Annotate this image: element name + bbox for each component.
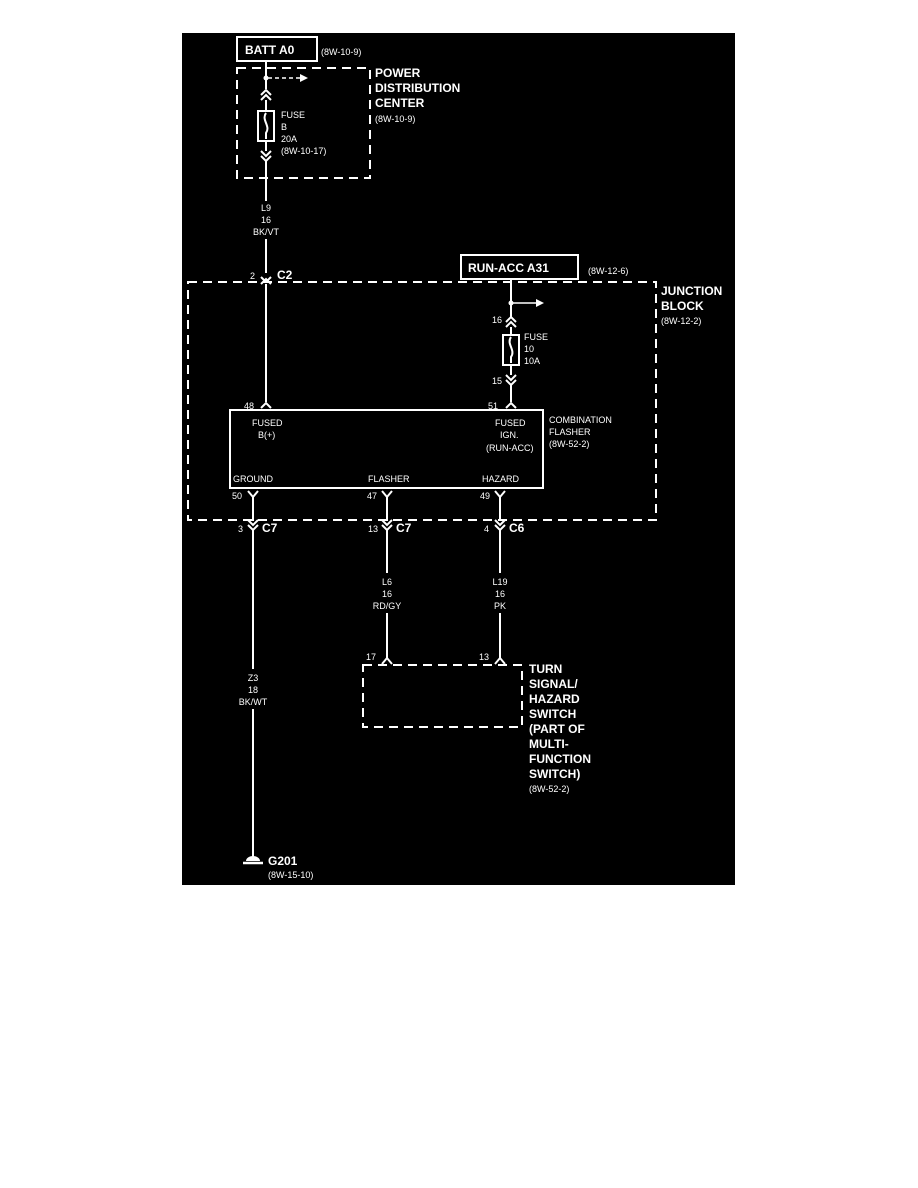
switch-label-1: TURN xyxy=(529,662,562,676)
switch-label-4: SWITCH xyxy=(529,707,576,721)
batt-a0-box xyxy=(236,36,318,62)
fuse-10-id: 10 xyxy=(524,344,534,354)
fuse-10-element-icon xyxy=(508,336,514,363)
pdc-ref: (8W-10-9) xyxy=(375,114,415,124)
pin-51: 51 xyxy=(488,401,498,411)
fuse-b-element-icon xyxy=(263,112,269,139)
ground-ref: (8W-15-10) xyxy=(268,870,313,880)
switch-label-5: (PART OF xyxy=(529,722,585,736)
combination-flasher-box xyxy=(229,409,544,489)
run-acc-box xyxy=(460,254,579,280)
flasher-fused-b-1: FUSED xyxy=(252,418,283,428)
fuse-b-top-connector-icon xyxy=(260,88,272,101)
switch-pin-17: 17 xyxy=(366,652,376,662)
pin-49: 49 xyxy=(480,491,490,501)
run-acc-label: RUN-ACC A31 xyxy=(468,261,549,275)
c6-name: C6 xyxy=(509,521,525,535)
switch-pin-13: 13 xyxy=(479,652,489,662)
fuse-b-rating: 20A xyxy=(281,134,297,144)
pin-51-terminal-icon xyxy=(505,401,517,409)
pin-48: 48 xyxy=(244,401,254,411)
switch-label-3: HAZARD xyxy=(529,692,580,706)
jb-branch-arrow-icon xyxy=(536,299,544,307)
c7-ground-name: C7 xyxy=(262,521,278,535)
junction-block-title-1: JUNCTION xyxy=(661,284,722,298)
flasher-flasher-label: FLASHER xyxy=(368,474,410,484)
c7-flasher-pin: 13 xyxy=(368,524,378,534)
c2-pin: 2 xyxy=(250,271,255,281)
flasher-fused-b-2: B(+) xyxy=(258,430,275,440)
wire-l19-circuit: L19 xyxy=(492,577,507,587)
switch-label-8: SWITCH) xyxy=(529,767,580,781)
switch-pin-13-terminal-icon xyxy=(494,656,506,665)
pdc-branch-arrow-icon xyxy=(300,74,308,82)
pdc-splice-dot xyxy=(263,75,269,81)
switch-label-2: SIGNAL/ xyxy=(529,677,578,691)
wire-z3-gauge: 18 xyxy=(248,685,258,695)
wire-l9-circuit: L9 xyxy=(261,203,271,213)
pdc-outline xyxy=(236,67,371,179)
wire-l9-color: BK/VT xyxy=(253,227,280,237)
flasher-name-2: FLASHER xyxy=(549,427,591,437)
fuse-10-rating: 10A xyxy=(524,356,540,366)
fuse-10-pin-bottom: 15 xyxy=(492,376,502,386)
c2-name: C2 xyxy=(277,268,293,282)
fuse-b-id: B xyxy=(281,122,287,132)
junction-block-ref: (8W-12-2) xyxy=(661,316,701,326)
wire-l6-circuit: L6 xyxy=(382,577,392,587)
pdc-title-3: CENTER xyxy=(375,96,425,110)
turn-signal-switch-outline xyxy=(362,664,523,728)
switch-ref: (8W-52-2) xyxy=(529,784,569,794)
fuse-b-word: FUSE xyxy=(281,110,305,120)
flasher-hazard-label: HAZARD xyxy=(482,474,520,484)
flasher-ref: (8W-52-2) xyxy=(549,439,589,449)
switch-pin-17-terminal-icon xyxy=(381,656,393,665)
wire-z3-circuit: Z3 xyxy=(248,673,259,683)
fuse-10-top-connector-icon xyxy=(505,315,517,328)
wire-l9-gauge: 16 xyxy=(261,215,271,225)
flasher-fused-ign-3: (RUN-ACC) xyxy=(486,443,534,453)
flasher-name-1: COMBINATION xyxy=(549,415,612,425)
c7-ground-pin: 3 xyxy=(238,524,243,534)
pin-50: 50 xyxy=(232,491,242,501)
ground-symbol-icon xyxy=(246,856,260,861)
ground-name: G201 xyxy=(268,854,298,868)
jb-splice-dot xyxy=(508,300,514,306)
switch-label-7: FUNCTION xyxy=(529,752,591,766)
pin-47: 47 xyxy=(367,491,377,501)
flasher-fused-ign-2: IGN. xyxy=(500,430,519,440)
batt-a0-label: BATT A0 xyxy=(245,43,295,57)
wire-l6-gauge: 16 xyxy=(382,589,392,599)
junction-block-outline xyxy=(187,281,657,521)
fuse-b-ref: (8W-10-17) xyxy=(281,146,326,156)
pdc-title-2: DISTRIBUTION xyxy=(375,81,460,95)
diagram-background xyxy=(182,33,735,885)
wire-l19-color: PK xyxy=(494,601,506,611)
fuse-10-pin-top: 16 xyxy=(492,315,502,325)
switch-label-6: MULTI- xyxy=(529,737,569,751)
junction-block-title-2: BLOCK xyxy=(661,299,704,313)
wire-l19-gauge: 16 xyxy=(495,589,505,599)
c6-pin: 4 xyxy=(484,524,489,534)
run-acc-ref: (8W-12-6) xyxy=(588,266,628,276)
wire-z3-color: BK/WT xyxy=(239,697,268,707)
wiring-diagram: BATT A0 (8W-10-9) POWER DISTRIBUTION CEN… xyxy=(182,33,735,885)
c7-flasher-name: C7 xyxy=(396,521,412,535)
pdc-title-1: POWER xyxy=(375,66,421,80)
flasher-ground-label: GROUND xyxy=(233,474,273,484)
batt-a0-ref: (8W-10-9) xyxy=(321,47,361,57)
wire-l6-color: RD/GY xyxy=(373,601,402,611)
fuse-10-word: FUSE xyxy=(524,332,548,342)
pin-48-terminal-icon xyxy=(260,401,272,409)
flasher-fused-ign-1: FUSED xyxy=(495,418,526,428)
